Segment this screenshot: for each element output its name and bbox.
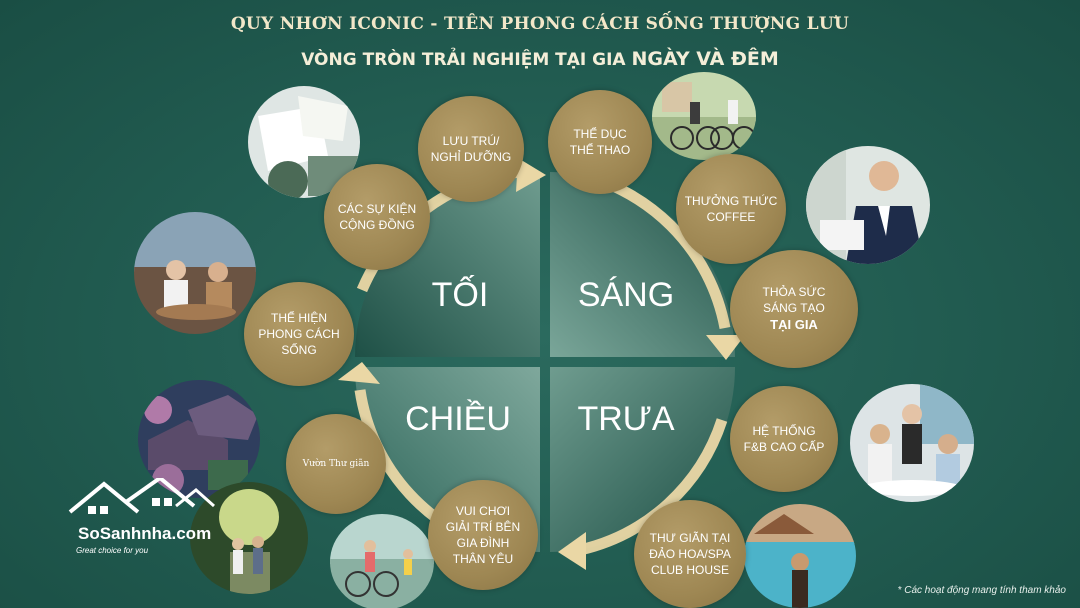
arrow-head-top <box>516 158 546 192</box>
quadrant-sang <box>550 172 735 357</box>
bubble-phong-cach: THỂ HIỆN PHONG CÁCH SỐNG <box>244 282 354 386</box>
photo-cycling <box>652 72 756 160</box>
bubble-the-duc-line2: THỂ THAO <box>569 143 631 157</box>
bubble-sang-tao-line2: SÁNG TẠO <box>763 301 825 316</box>
bubble-phong-cach-line2: PHONG CÁCH SỐNG <box>258 326 340 358</box>
bubble-su-kien-line2: CỘNG ĐỒNG <box>339 218 415 232</box>
label-trua: TRƯA <box>577 400 675 438</box>
bubble-spa-line3: CLUB HOUSE <box>650 563 730 578</box>
label-chieu: CHIỀU <box>405 400 511 438</box>
bubble-fnb-line2: F&B CAO CẤP <box>743 440 825 454</box>
house-logo-icon <box>68 475 215 514</box>
main-title: QUY NHƠN ICONIC - TIÊN PHONG CÁCH SỐNG T… <box>230 14 850 34</box>
bubble-vuon: Vườn Thư giãn <box>286 414 386 514</box>
subtitle-part-a: VÒNG TRÒN TRẢI NGHIỆM TẠI GIA <box>301 50 632 70</box>
bubble-fnb: HỆ THỐNG F&B CAO CẤP <box>730 386 838 492</box>
bubble-coffee-line2: COFFEE <box>706 210 756 224</box>
subtitle: VÒNG TRÒN TRẢI NGHIỆM TẠI GIA NGÀY VÀ ĐÊ… <box>0 48 1080 70</box>
photo-pool-spa <box>744 504 856 608</box>
quadrant-trua <box>550 367 735 552</box>
logo-tagline: Great choice for you <box>76 546 149 555</box>
bubble-su-kien: CÁC SỰ KIỆN CỘNG ĐỒNG <box>324 164 430 270</box>
bubble-su-kien-line1: CÁC SỰ KIỆN <box>337 201 417 216</box>
bubble-sang-tao-line3: TẠI GIA <box>770 317 818 333</box>
bubble-spa: THƯ GIÃN TẠI ĐẢO HOA/SPA CLUB HOUSE <box>634 500 746 608</box>
footnote: * Các hoạt động mang tính tham khảo <box>897 585 1066 596</box>
bubble-vui-choi-line2: GIẢI TRÍ BÊN <box>445 519 521 534</box>
subtitle-part-b: NGÀY VÀ ĐÊM <box>631 48 779 70</box>
bubble-sang-tao: THỎA SỨC SÁNG TẠO TẠI GIA <box>730 250 858 368</box>
arrow-head-right <box>706 335 745 360</box>
bubble-vui-choi-line4: THÂN YÊU <box>452 552 514 567</box>
photo-fine-dining <box>850 384 974 502</box>
bubble-the-duc: THỂ DỤC THỂ THAO <box>548 90 652 194</box>
bubble-fnb-line1: HỆ THỐNG <box>752 423 816 438</box>
bubble-vui-choi-line1: VUI CHƠI <box>455 503 511 518</box>
label-toi: TỐI <box>431 276 489 314</box>
arrow-head-bottom <box>558 532 586 570</box>
quadrant-toi <box>355 172 540 357</box>
bubble-luu-tru-line2: NGHỈ DƯỠNG <box>430 150 512 164</box>
arrow-head-left <box>338 362 380 384</box>
bubble-phong-cach-line1: THỂ HIỆN <box>270 310 327 325</box>
bubble-spa-line2: ĐẢO HOA/SPA <box>649 546 731 561</box>
bubble-sang-tao-line1: THỎA SỨC <box>762 285 826 300</box>
bubble-vuon-line1: Vườn Thư giãn <box>302 458 370 469</box>
bubble-vui-choi: VUI CHƠI GIẢI TRÍ BÊN GIA ĐÌNH THÂN YÊU <box>428 480 538 590</box>
photo-couple-dinner <box>134 212 256 334</box>
logo-name: SoSanhnha.com <box>78 524 212 543</box>
photo-family-bikes <box>330 514 434 608</box>
bubble-vui-choi-line3: GIA ĐÌNH <box>456 536 510 550</box>
label-sang: SÁNG <box>577 276 675 314</box>
photo-businessman <box>806 146 930 264</box>
bubble-coffee-line1: THƯỞNG THỨC <box>684 193 778 208</box>
logo-watermark: SoSanhnha.com Great choice for you <box>66 475 216 558</box>
bubble-the-duc-line1: THỂ DỤC <box>573 126 627 141</box>
bubble-luu-tru-line1: LƯU TRÚ/ <box>442 133 500 148</box>
bubble-coffee: THƯỞNG THỨC COFFEE <box>676 154 786 264</box>
bubble-luu-tru: LƯU TRÚ/ NGHỈ DƯỠNG <box>418 96 524 202</box>
bubble-spa-line1: THƯ GIÃN TẠI <box>649 530 731 545</box>
